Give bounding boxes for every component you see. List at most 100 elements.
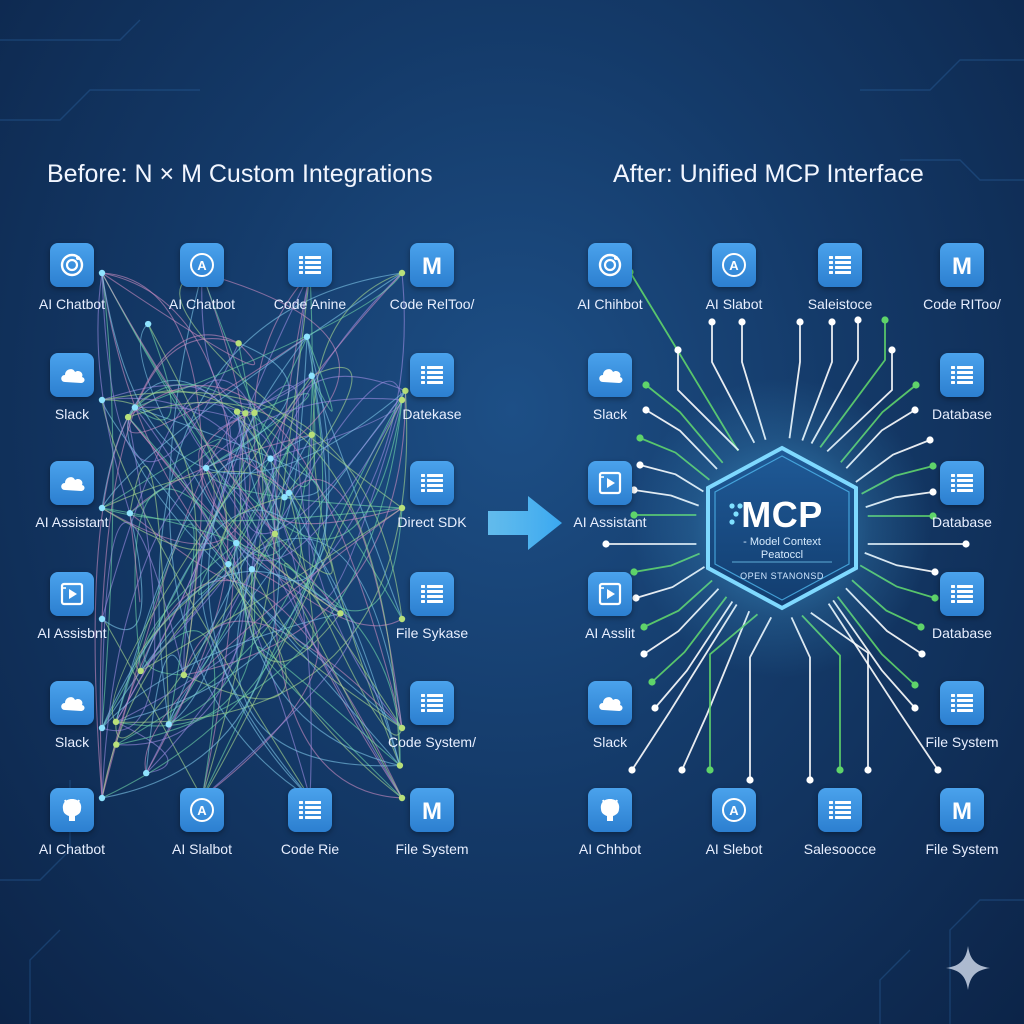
tangle-line [101, 272, 256, 366]
connector-terminal [912, 381, 920, 389]
list-icon [951, 366, 973, 384]
integration-tile [288, 788, 332, 832]
tangle-line [101, 416, 156, 732]
connector-terminal [828, 318, 836, 326]
tangle-line [127, 401, 401, 766]
connector-terminal [934, 766, 942, 774]
tangle-line [257, 272, 403, 525]
tangle-line [101, 391, 403, 620]
circuit-trace [0, 19, 141, 41]
connector-terminal [636, 434, 644, 442]
integration-tile [410, 572, 454, 616]
play-icon [598, 582, 622, 606]
tangle-line [254, 384, 300, 498]
integration-node: AI Chhbot [555, 788, 665, 857]
integration-tile [50, 788, 94, 832]
integration-label: Slack [54, 406, 90, 422]
tangle-line [129, 465, 170, 725]
letter-a-icon: A [190, 798, 214, 822]
tangle-line [256, 646, 403, 799]
mcp-hexagon-icon [706, 445, 858, 611]
integration-tile [50, 461, 94, 505]
integration-node: Database [907, 461, 1017, 530]
tangle-dot [398, 724, 406, 732]
integration-tile [588, 243, 632, 287]
integration-tile [50, 353, 94, 397]
list-icon [421, 366, 443, 384]
connector-terminal [630, 568, 638, 576]
integration-label: Database [932, 625, 992, 641]
tangle-line [94, 416, 129, 799]
list-icon [421, 474, 443, 492]
integration-node: AI Chatbot [17, 788, 127, 857]
connector-terminal [864, 766, 872, 774]
tangle-dot [112, 718, 120, 726]
integration-label: AI Assistant [35, 514, 109, 530]
connector-terminal [640, 650, 648, 658]
tangle-line [295, 272, 403, 729]
integration-node: Direct SDK [377, 461, 487, 530]
integration-tile [288, 243, 332, 287]
integration-node: M Code RIToo/ [907, 243, 1017, 312]
cloud-icon [61, 477, 85, 491]
integration-label: File System [925, 734, 999, 750]
letter-a-icon: A [722, 253, 746, 277]
tangle-dot [396, 762, 404, 769]
tangle-line [306, 336, 333, 412]
tangle-line [158, 272, 403, 725]
connector-terminal [642, 381, 650, 389]
integration-tile [50, 243, 94, 287]
tangle-line [201, 272, 316, 488]
integration-node: Code Anine [255, 243, 365, 312]
tangle-line [168, 543, 237, 725]
tangle-line [101, 397, 403, 799]
integration-tile [588, 353, 632, 397]
integration-tile [940, 572, 984, 616]
connector-terminal [746, 776, 754, 784]
integration-node: AI Chatbot [17, 243, 127, 312]
svg-text:A: A [729, 258, 739, 273]
connector-terminal [674, 346, 682, 354]
list-icon [421, 585, 443, 603]
tangle-line [101, 399, 401, 766]
connector-terminal [632, 594, 640, 602]
tangle-line [101, 570, 341, 729]
connector-terminal [911, 681, 919, 689]
integration-tile [588, 572, 632, 616]
integration-tile [940, 681, 984, 725]
tangle-dot [126, 510, 134, 517]
integration-tile [410, 353, 454, 397]
tangle-line [205, 467, 341, 614]
connector-terminal [926, 436, 934, 444]
connector-terminal [836, 766, 844, 774]
tangle-line [235, 543, 401, 767]
integration-node: Salesoocce [785, 788, 895, 857]
integration-label: Code RIToo/ [923, 296, 1001, 312]
tangle-line [236, 411, 333, 575]
letter-m-icon: M [422, 253, 442, 279]
arrow-right-icon [488, 496, 562, 550]
list-icon [951, 585, 973, 603]
mcp-hub: MCP - Model Context Peatoccl OPEN STANON… [702, 444, 862, 612]
tangle-line [101, 507, 401, 766]
tangle-line [134, 406, 320, 498]
list-icon [421, 694, 443, 712]
tangle-line [134, 488, 237, 672]
tangle-line [144, 507, 403, 774]
tangle-line [183, 620, 403, 729]
integration-tile: A [712, 243, 756, 287]
mcp-subtitle: - Model Context Peatoccl [702, 536, 862, 562]
integration-node: Slack [17, 681, 127, 750]
tangle-line [101, 384, 232, 723]
integration-label: Code RelToo/ [389, 296, 475, 312]
tangle-dot [137, 667, 144, 675]
tangle-dot [251, 409, 258, 417]
tangle-line [272, 272, 403, 799]
mcp-subtitle-line1: - Model Context [743, 536, 821, 548]
integration-tile: M [940, 243, 984, 287]
integration-label: Code Rie [280, 841, 340, 857]
